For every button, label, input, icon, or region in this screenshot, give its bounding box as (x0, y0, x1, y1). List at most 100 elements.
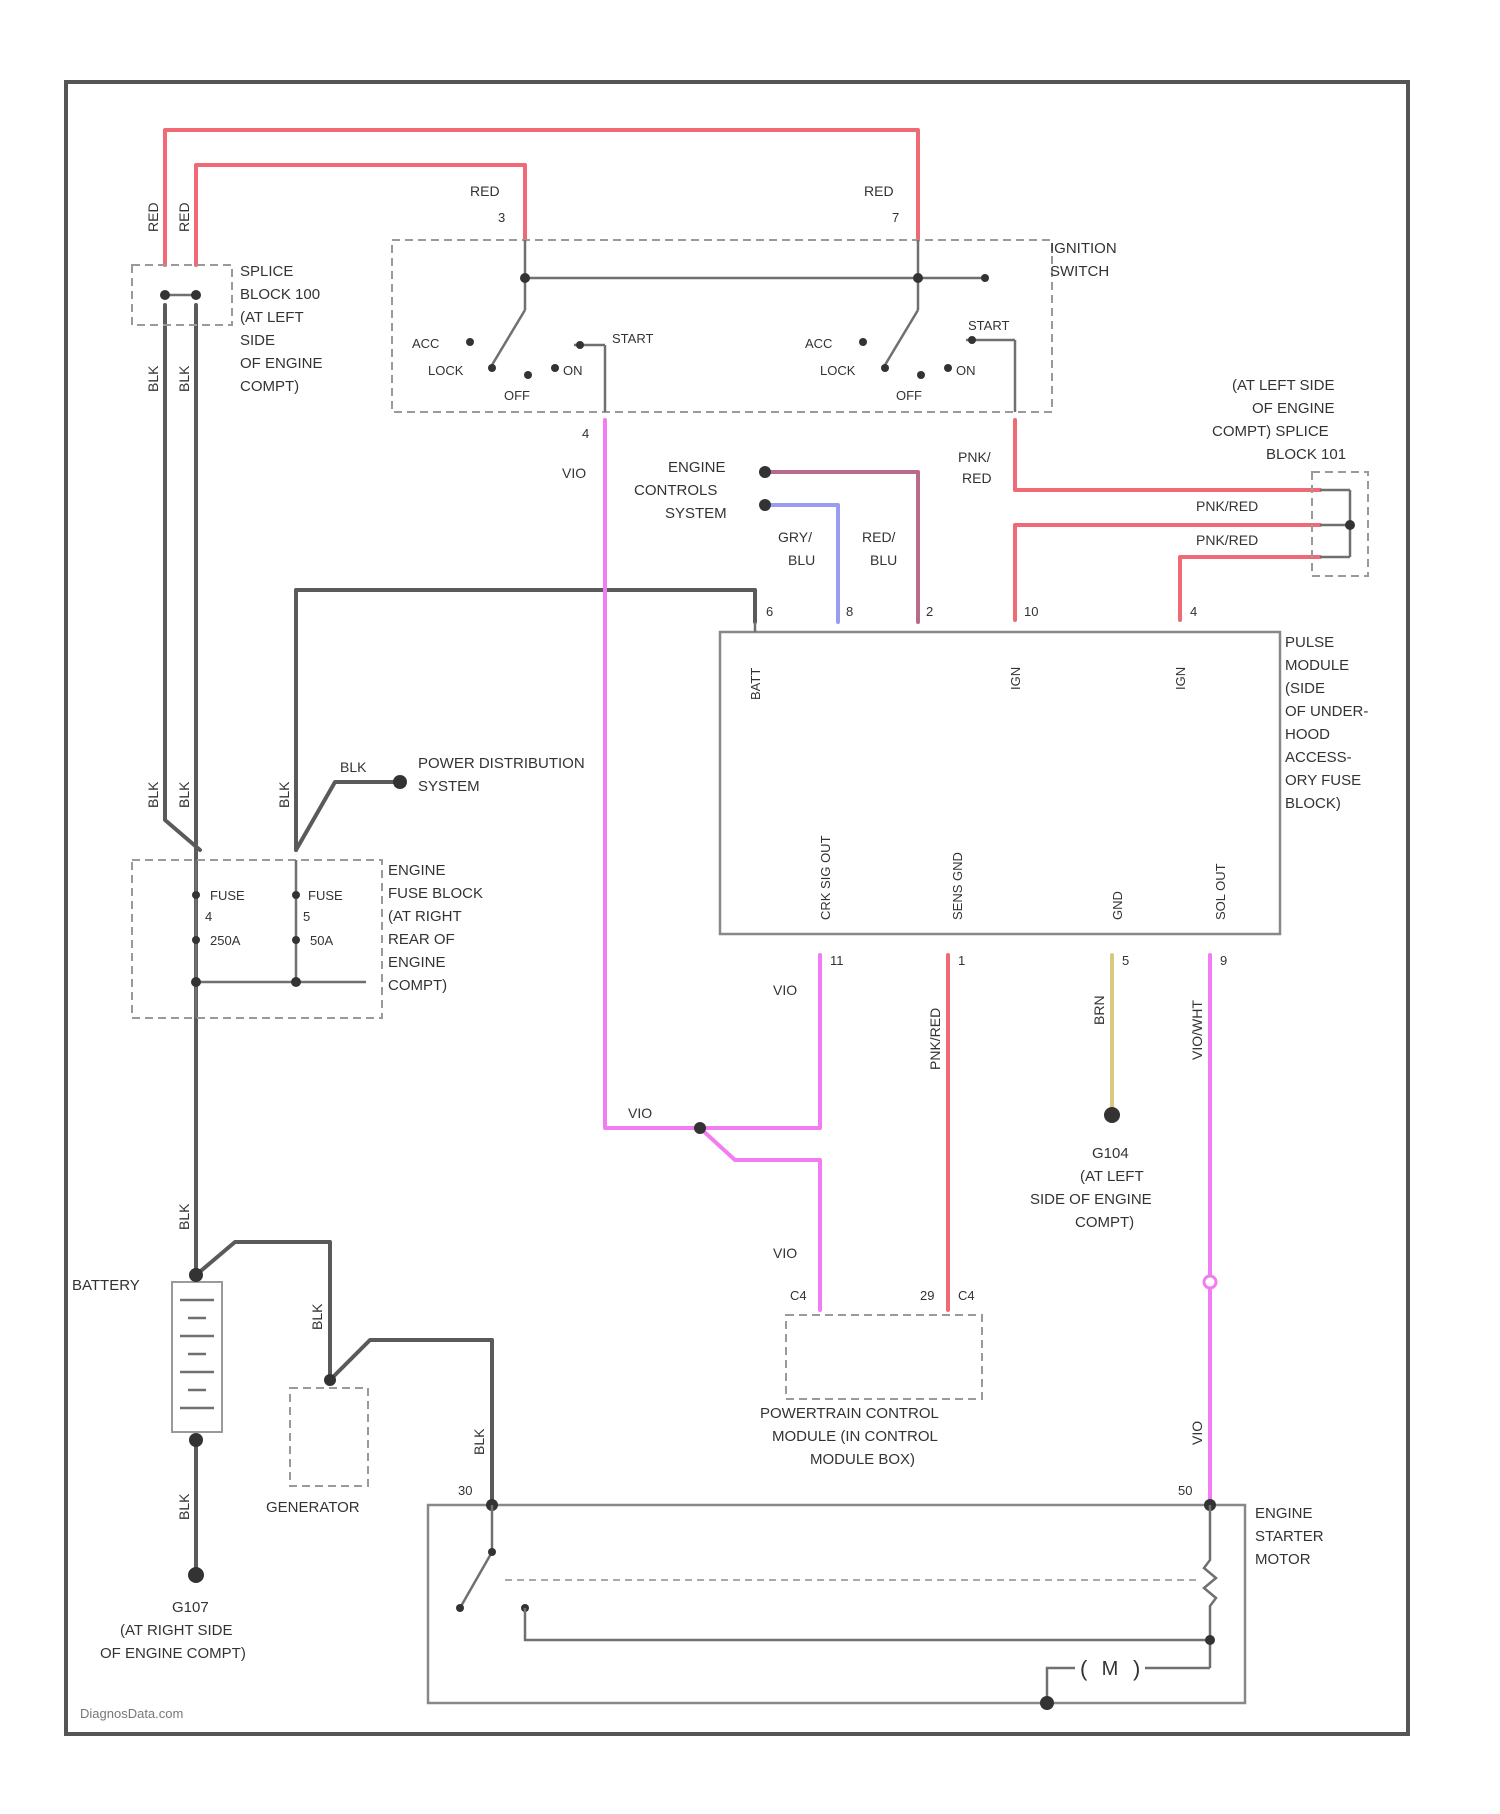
acc-label-right: ACC (805, 336, 832, 351)
pnk-red-label-pcm: PNK/RED (927, 1008, 943, 1070)
red-feed-wires (165, 130, 1320, 620)
ignition-pnk-red-2: RED (962, 470, 992, 486)
splice100-label-4: SIDE (240, 332, 275, 349)
engine-controls-label-2: CONTROLS (634, 482, 717, 499)
diagram-border (66, 82, 1408, 1734)
g107-label-3: OF ENGINE COMPT) (100, 1645, 246, 1662)
splice100-label-3: (AT LEFT (240, 309, 304, 326)
splice100-red-1: RED (145, 202, 161, 232)
ignition-red-label-left: RED (470, 183, 500, 199)
engine-controls-system: ENGINE CONTROLS SYSTEM VIO GRY/ BLU RED/… (562, 459, 897, 568)
splice-block-100: RED RED BLK BLK SPLICE BLOCK 100 (AT LEF… (132, 202, 323, 395)
pulse-top-pin-2: 8 (846, 604, 853, 619)
gry-blu-label-1: GRY/ (778, 529, 812, 545)
splice101-label-3: COMPT) SPLICE (1212, 423, 1329, 440)
pulse-module: 6 8 2 10 4 BATT IGN IGN CRK SIG OUT SENS… (720, 604, 1368, 968)
violet-wires (605, 420, 1210, 1505)
fuse-block-label-4: REAR OF (388, 931, 455, 948)
g104-label-4: COMPT) (1075, 1214, 1134, 1231)
motor-symbol-right: ) (1133, 1656, 1140, 1681)
pulse-pin-ign1: IGN (1008, 667, 1023, 690)
pcm-label-1: POWERTRAIN CONTROL (760, 1405, 939, 1422)
power-dist-label-1: POWER DISTRIBUTION (418, 755, 585, 772)
red-blu-label-2: BLU (870, 552, 897, 568)
pulse-bottom-pin-1: 11 (830, 953, 844, 968)
pulse-label-4: OF UNDER- (1285, 703, 1368, 720)
fuse-block-label-5: ENGINE (388, 954, 446, 971)
start-label-left: START (612, 331, 653, 346)
ground-g104: G104 (AT LEFT SIDE OF ENGINE COMPT) (1030, 1107, 1152, 1231)
pulse-label-2: MODULE (1285, 657, 1349, 674)
generator: GENERATOR BLK BLK (266, 1303, 487, 1516)
red-blu-label-1: RED/ (862, 529, 896, 545)
g104-label-2: (AT LEFT (1080, 1168, 1144, 1185)
motor-symbol-label: M (1102, 1658, 1119, 1680)
pulse-pin-sens-gnd: SENS GND (950, 852, 965, 920)
splice100-label-1: SPLICE (240, 263, 293, 280)
splice-block-101: (AT LEFT SIDE OF ENGINE COMPT) SPLICE BL… (958, 377, 1368, 576)
gry-blu-label-2: BLU (788, 552, 815, 568)
g107-label-1: G107 (172, 1599, 209, 1616)
splice100-red-2: RED (176, 202, 192, 232)
fuse-4-num: 4 (205, 909, 212, 924)
start-label-right: START (968, 318, 1009, 333)
engine-controls-label-3: SYSTEM (665, 505, 727, 522)
ignition-pin-3: 3 (498, 210, 505, 225)
fuse-4-amp: 250A (210, 933, 241, 948)
splice101-label-4: BLOCK 101 (1266, 446, 1346, 463)
pulse-label-8: BLOCK) (1285, 795, 1341, 812)
pcm-label-3: MODULE BOX) (810, 1451, 915, 1468)
fuse-5-amp: 50A (310, 933, 333, 948)
pulse-bottom-pin-4: 9 (1220, 953, 1227, 968)
watermark: DiagnosData.com (80, 1706, 183, 1721)
ignition-switch-label-1: IGNITION (1050, 240, 1117, 257)
ignition-red-label-right: RED (864, 183, 894, 199)
fuse-5-label: FUSE (308, 888, 343, 903)
splice100-label-2: BLOCK 100 (240, 286, 320, 303)
vio-wht-label: VIO/WHT (1189, 1000, 1205, 1060)
fuse-blk-label-3: BLK (276, 781, 292, 808)
pnk-red-label-top: PNK/RED (1196, 498, 1258, 514)
engine-fuse-block: FUSE 4 250A FUSE 5 50A ENGINE FUSE BLOCK… (132, 860, 483, 1018)
ignition-out-pin: 4 (582, 426, 589, 441)
starter-pin-50: 50 (1178, 1483, 1192, 1498)
pulse-top-pin-4: 10 (1024, 604, 1038, 619)
on-label-left: ON (563, 363, 583, 378)
pcm-pin-a: C4 (790, 1288, 807, 1303)
splice100-blk-2: BLK (176, 365, 192, 392)
ignition-switch: IGNITION SWITCH RED 3 RED 7 ACC LOCK OFF… (392, 183, 1117, 441)
splice100-blk-1: BLK (145, 365, 161, 392)
ignition-pin-7: 7 (892, 210, 899, 225)
generator-label: GENERATOR (266, 1499, 360, 1516)
pcm-label-2: MODULE (IN CONTROL (772, 1428, 938, 1445)
fuse-block-label-3: (AT RIGHT (388, 908, 462, 925)
off-label-right: OFF (896, 388, 922, 403)
battery-blk-label: BLK (176, 1203, 192, 1230)
battery: BATTERY BLK BLK (72, 1203, 222, 1520)
pulse-pin-crk-out: CRK SIG OUT (818, 835, 833, 920)
pcm-pin-b: 29 (920, 1288, 934, 1303)
g107-label-2: (AT RIGHT SIDE (120, 1622, 233, 1639)
ignition-pnk-red-1: PNK/ (958, 449, 991, 465)
pnk-red-label-mid: PNK/RED (1196, 532, 1258, 548)
ground-g107: G107 (AT RIGHT SIDE OF ENGINE COMPT) (100, 1567, 246, 1662)
fuse-5-num: 5 (303, 909, 310, 924)
splice101-label-1: (AT LEFT SIDE (1232, 377, 1335, 394)
pulse-pin-batt: BATT (748, 668, 763, 700)
pulse-pin-gnd: GND (1110, 891, 1125, 920)
pulse-label-5: HOOD (1285, 726, 1330, 743)
g104-label-3: SIDE OF ENGINE (1030, 1191, 1152, 1208)
splice101-label-2: OF ENGINE (1252, 400, 1335, 417)
starter-pin-30: 30 (458, 1483, 472, 1498)
starter-label-3: MOTOR (1255, 1551, 1311, 1568)
pulse-pin-ign2: IGN (1173, 667, 1188, 690)
fuse-blk-label-1: BLK (145, 781, 161, 808)
brn-label: BRN (1091, 995, 1107, 1025)
pulse-bottom-pin-2: 1 (958, 953, 965, 968)
pulse-label-3: (SIDE (1285, 680, 1325, 697)
power-dist-label-2: SYSTEM (418, 778, 480, 795)
pulse-label-7: ORY FUSE (1285, 772, 1361, 789)
engine-controls-label-1: ENGINE (668, 459, 726, 476)
pulse-bottom-pin-3: 5 (1122, 953, 1129, 968)
vio-label-upper: VIO (562, 465, 586, 481)
